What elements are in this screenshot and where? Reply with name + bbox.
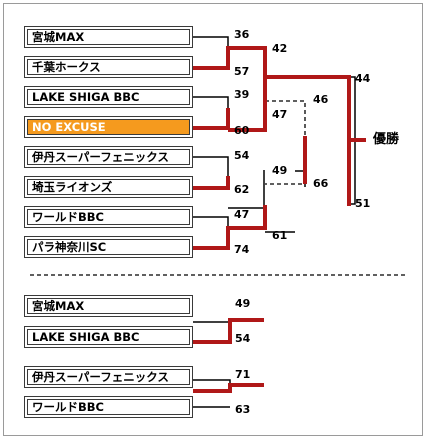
score-final-1: 46 xyxy=(313,93,329,106)
score-r1-6: 62 xyxy=(234,183,250,196)
team-name-4: NO EXCUSE xyxy=(27,119,190,135)
team-name-8: パラ神奈川SC xyxy=(27,239,190,255)
team-box-7[interactable]: ワールドBBC xyxy=(24,206,193,228)
loser-lines xyxy=(193,36,356,408)
score-r1-2: 57 xyxy=(234,65,250,78)
score-final-2: 66 xyxy=(313,177,329,190)
team-box-5[interactable]: 伊丹スーパーフェニックス xyxy=(24,146,193,168)
score-sf-4: 61 xyxy=(272,229,288,242)
team-box-6[interactable]: 埼玉ライオンズ xyxy=(24,176,193,198)
consolation-team-name-2: LAKE SHIGA BBC xyxy=(27,329,190,345)
consolation-score-2: 54 xyxy=(235,332,251,345)
team-box-2[interactable]: 千葉ホークス xyxy=(24,56,193,78)
consolation-team-box-1[interactable]: 宮城MAX xyxy=(24,295,193,317)
score-sf-3: 49 xyxy=(272,164,288,177)
consolation-team-box-4[interactable]: ワールドBBC xyxy=(24,396,193,418)
consolation-team-name-4: ワールドBBC xyxy=(27,399,190,415)
team-name-3: LAKE SHIGA BBC xyxy=(27,89,190,105)
dashed-lines xyxy=(30,100,408,276)
score-r1-1: 36 xyxy=(234,28,250,41)
consolation-score-3: 71 xyxy=(235,368,251,381)
consolation-score-4: 63 xyxy=(235,403,251,416)
score-r1-7: 47 xyxy=(234,208,250,221)
score-r1-3: 39 xyxy=(234,88,250,101)
consolation-score-1: 49 xyxy=(235,297,251,310)
score-champ-1: 44 xyxy=(355,72,371,85)
team-box-1[interactable]: 宮城MAX xyxy=(24,26,193,48)
team-name-2: 千葉ホークス xyxy=(27,59,190,75)
team-box-4-highlighted[interactable]: NO EXCUSE xyxy=(24,116,193,138)
team-box-8[interactable]: パラ神奈川SC xyxy=(24,236,193,258)
team-name-7: ワールドBBC xyxy=(27,209,190,225)
score-r1-8: 74 xyxy=(234,243,250,256)
score-champ-2: 51 xyxy=(355,197,371,210)
score-sf-1: 42 xyxy=(272,42,288,55)
champion-label: 優勝 xyxy=(373,132,400,147)
consolation-team-box-3[interactable]: 伊丹スーパーフェニックス xyxy=(24,366,193,388)
consolation-team-box-2[interactable]: LAKE SHIGA BBC xyxy=(24,326,193,348)
team-name-1: 宮城MAX xyxy=(27,29,190,45)
score-sf-2: 47 xyxy=(272,108,288,121)
team-box-3[interactable]: LAKE SHIGA BBC xyxy=(24,86,193,108)
consolation-team-name-3: 伊丹スーパーフェニックス xyxy=(27,369,190,385)
consolation-team-name-1: 宮城MAX xyxy=(27,298,190,314)
score-r1-4: 60 xyxy=(234,124,250,137)
team-name-5: 伊丹スーパーフェニックス xyxy=(27,149,190,165)
team-name-6: 埼玉ライオンズ xyxy=(27,179,190,195)
score-r1-5: 54 xyxy=(234,149,250,162)
winner-lines xyxy=(193,46,366,393)
